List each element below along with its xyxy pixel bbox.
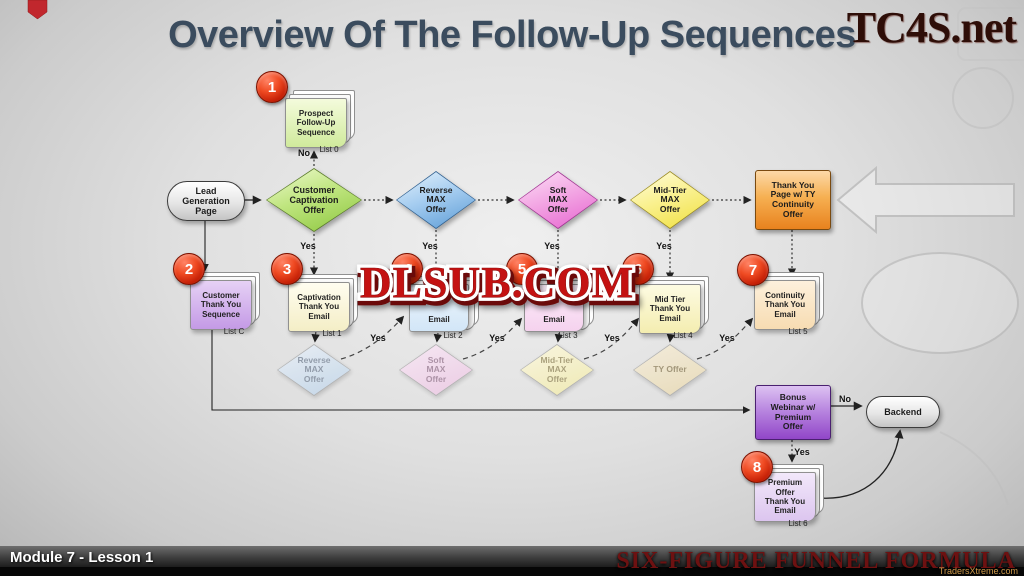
sketch-small-circle-icon bbox=[952, 67, 1014, 129]
list-tag: List 4 bbox=[673, 331, 693, 340]
email-captivation-thank-you: Captivation Thank You Email List 1 bbox=[288, 274, 358, 338]
watermark-dlsub-text: DLSUB.COM bbox=[360, 258, 634, 307]
offer-ty-faded: TY Offer bbox=[633, 344, 707, 396]
sketch-arrow-left-icon bbox=[836, 165, 1015, 235]
sequence-label: Continuity Thank You Email bbox=[764, 290, 806, 319]
sketch-circle-icon bbox=[861, 252, 1019, 354]
footer-bar: Module 7 - Lesson 1 SIX-FIGURE FUNNEL FO… bbox=[0, 546, 1024, 576]
label-yes-reverse-offer: Yes bbox=[370, 333, 386, 343]
node-label: Customer Captivation Offer bbox=[289, 184, 339, 216]
list-tag: List 2 bbox=[443, 331, 463, 340]
step-badge-3: 3 bbox=[271, 253, 303, 285]
email-mid-tier-thank-you: Mid Tier Thank You Email List 4 bbox=[639, 276, 709, 340]
offer-mid-tier-max-faded: Mid-Tier MAX Offer bbox=[520, 344, 594, 396]
watermark-dlsub: DLSUB.COM DLSUB.COM DLSUB.COM bbox=[356, 255, 640, 316]
sequence-label: Captivation Thank You Email bbox=[297, 292, 341, 321]
footer-lesson-label: Module 7 - Lesson 1 bbox=[10, 549, 154, 566]
watermark-dlsub-text: DLSUB.COM bbox=[362, 261, 636, 310]
node-label: Lead Generation Page bbox=[182, 185, 230, 217]
list-tag: List 0 bbox=[319, 145, 339, 154]
email-continuity-thank-you: Continuity Thank You Email List 5 bbox=[754, 272, 824, 336]
sequence-label: Prospect Follow-Up Sequence bbox=[296, 108, 336, 137]
page-sheet-front: Email bbox=[409, 284, 469, 332]
step-badge-7: 7 bbox=[737, 254, 769, 286]
label-yes-webinar: Yes bbox=[794, 447, 810, 457]
label-no-webinar: No bbox=[839, 394, 851, 404]
node-label: Reverse MAX Offer bbox=[419, 184, 453, 214]
label-yes-soft-offer: Yes bbox=[489, 333, 505, 343]
node-label: Soft MAX Offer bbox=[425, 354, 447, 384]
footer-brand: SIX-FIGURE FUNNEL FORMULA bbox=[616, 548, 1016, 574]
sequence-customer-thank-you: Customer Thank You Sequence List C bbox=[190, 272, 260, 336]
sequence-label: Email bbox=[543, 314, 565, 324]
node-bonus-webinar: Bonus Webinar w/ Premium Offer bbox=[755, 385, 831, 440]
step-badge-5: 5 bbox=[506, 253, 538, 285]
sequence-label: Premium Offer Thank You Email bbox=[764, 478, 806, 516]
page-sheet-front: Prospect Follow-Up Sequence bbox=[285, 98, 347, 148]
label-yes-captivation: Yes bbox=[300, 241, 316, 251]
watermark-dlsub-text: DLSUB.COM bbox=[360, 258, 634, 307]
step-badge-2: 2 bbox=[173, 253, 205, 285]
sequence-label: Mid Tier Thank You Email bbox=[649, 294, 691, 323]
page-sheet-front: Captivation Thank You Email bbox=[288, 282, 350, 332]
label-no-prospect: No bbox=[298, 148, 310, 158]
label-yes-ty-offer: Yes bbox=[719, 333, 735, 343]
step-badge-8: 8 bbox=[741, 451, 773, 483]
page-sheet-front: Customer Thank You Sequence bbox=[190, 280, 252, 330]
label-yes-reverse: Yes bbox=[422, 241, 438, 251]
node-label: TY Offer bbox=[653, 364, 687, 375]
slide-title: Overview Of The Follow-Up Sequences bbox=[168, 14, 856, 56]
node-label: Bonus Webinar w/ Premium Offer bbox=[770, 392, 816, 432]
page-sheet-front: Mid Tier Thank You Email bbox=[639, 284, 701, 334]
label-yes-mid-tier: Yes bbox=[656, 241, 672, 251]
page-sheet-front: Email bbox=[524, 284, 584, 332]
sequence-prospect-follow-up: Prospect Follow-Up Sequence List 0 bbox=[285, 90, 355, 154]
sequence-label: Customer Thank You Sequence bbox=[200, 290, 242, 319]
step-badge-4: 4 bbox=[391, 253, 423, 285]
offer-soft-max-faded: Soft MAX Offer bbox=[399, 344, 473, 396]
offer-reverse-max-faded: Reverse MAX Offer bbox=[277, 344, 351, 396]
decision-soft-max-offer: Soft MAX Offer bbox=[518, 171, 598, 229]
footer-strip bbox=[0, 567, 1024, 576]
label-yes-soft: Yes bbox=[544, 241, 560, 251]
list-tag: List C bbox=[223, 327, 245, 336]
step-badge-1: 1 bbox=[256, 71, 288, 103]
node-label: Thank You Page w/ TY Continuity Offer bbox=[770, 179, 816, 219]
watermark-tc4s: TC4S.net bbox=[846, 3, 1017, 52]
list-tag: List 5 bbox=[788, 327, 808, 336]
node-label: Reverse MAX Offer bbox=[297, 354, 331, 384]
page-sheet-front: Continuity Thank You Email bbox=[754, 280, 816, 330]
label-yes-mid-tier-offer: Yes bbox=[604, 333, 620, 343]
email-premium-offer-thank-you: Premium Offer Thank You Email List 6 bbox=[754, 464, 824, 528]
list-tag: List 1 bbox=[322, 329, 342, 338]
watermark-site: TradersXtreme.com bbox=[938, 566, 1018, 576]
list-tag: List 3 bbox=[558, 331, 578, 340]
decision-customer-captivation-offer: Customer Captivation Offer bbox=[266, 168, 362, 232]
node-lead-generation-page: Lead Generation Page bbox=[167, 181, 245, 221]
decision-mid-tier-max-offer: Mid-Tier MAX Offer bbox=[630, 171, 710, 229]
node-label: Backend bbox=[884, 406, 922, 417]
list-tag: List 6 bbox=[788, 519, 808, 528]
decision-reverse-max-offer: Reverse MAX Offer bbox=[396, 171, 476, 229]
node-backend: Backend bbox=[866, 396, 940, 428]
email-thank-you-5: Email List 3 bbox=[524, 276, 594, 340]
node-label: Mid-Tier MAX Offer bbox=[653, 184, 687, 214]
node-label: Mid-Tier MAX Offer bbox=[540, 354, 574, 384]
step-badge-6: 6 bbox=[622, 253, 654, 285]
sketch-curve-icon bbox=[939, 431, 1009, 506]
node-label: Soft MAX Offer bbox=[547, 184, 569, 214]
node-thank-you-page: Thank You Page w/ TY Continuity Offer bbox=[755, 170, 831, 230]
sequence-label: Email bbox=[428, 314, 450, 324]
